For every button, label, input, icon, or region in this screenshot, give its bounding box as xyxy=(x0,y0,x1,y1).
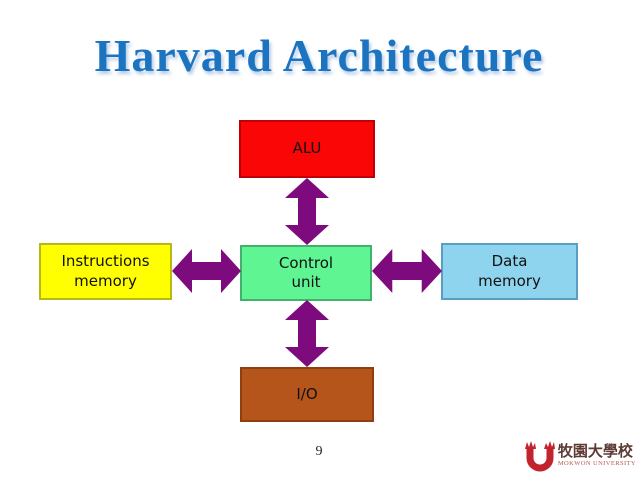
university-logo-text: 牧園大學校 MOKWON UNIVERSITY xyxy=(558,444,636,468)
node-alu-label: ALU xyxy=(292,139,322,158)
node-data-memory: Data memory xyxy=(441,243,578,300)
node-instructions-memory: Instructions memory xyxy=(39,243,172,300)
node-control-unit-label-line2: unit xyxy=(291,273,321,291)
slide-title: Harvard Architecture xyxy=(94,30,544,81)
university-logo: 牧園大學校 MOKWON UNIVERSITY xyxy=(524,439,636,473)
node-control-unit: Control unit xyxy=(240,245,372,301)
double-arrow-alu-control-icon xyxy=(285,178,329,245)
node-instructions-memory-label-line2: memory xyxy=(74,271,137,290)
node-instructions-memory-label-line1: Instructions xyxy=(61,252,150,270)
double-arrow-instructions-control-icon xyxy=(172,249,241,293)
node-io: I/O xyxy=(240,367,374,422)
node-data-memory-label-line1: Data xyxy=(491,252,528,270)
mokwon-crown-u-emblem-icon xyxy=(524,441,555,472)
node-alu: ALU xyxy=(239,120,375,178)
university-name-en: MOKWON UNIVERSITY xyxy=(557,460,636,468)
node-io-label: I/O xyxy=(296,384,318,403)
double-arrow-control-io-icon xyxy=(285,300,329,367)
university-name-cjk: 牧園大學校 xyxy=(557,442,633,461)
node-control-unit-label-line1: Control xyxy=(278,253,334,272)
node-data-memory-label-line2: memory xyxy=(478,271,541,290)
page-number: 9 xyxy=(315,444,323,459)
double-arrow-control-data-icon xyxy=(372,249,442,293)
